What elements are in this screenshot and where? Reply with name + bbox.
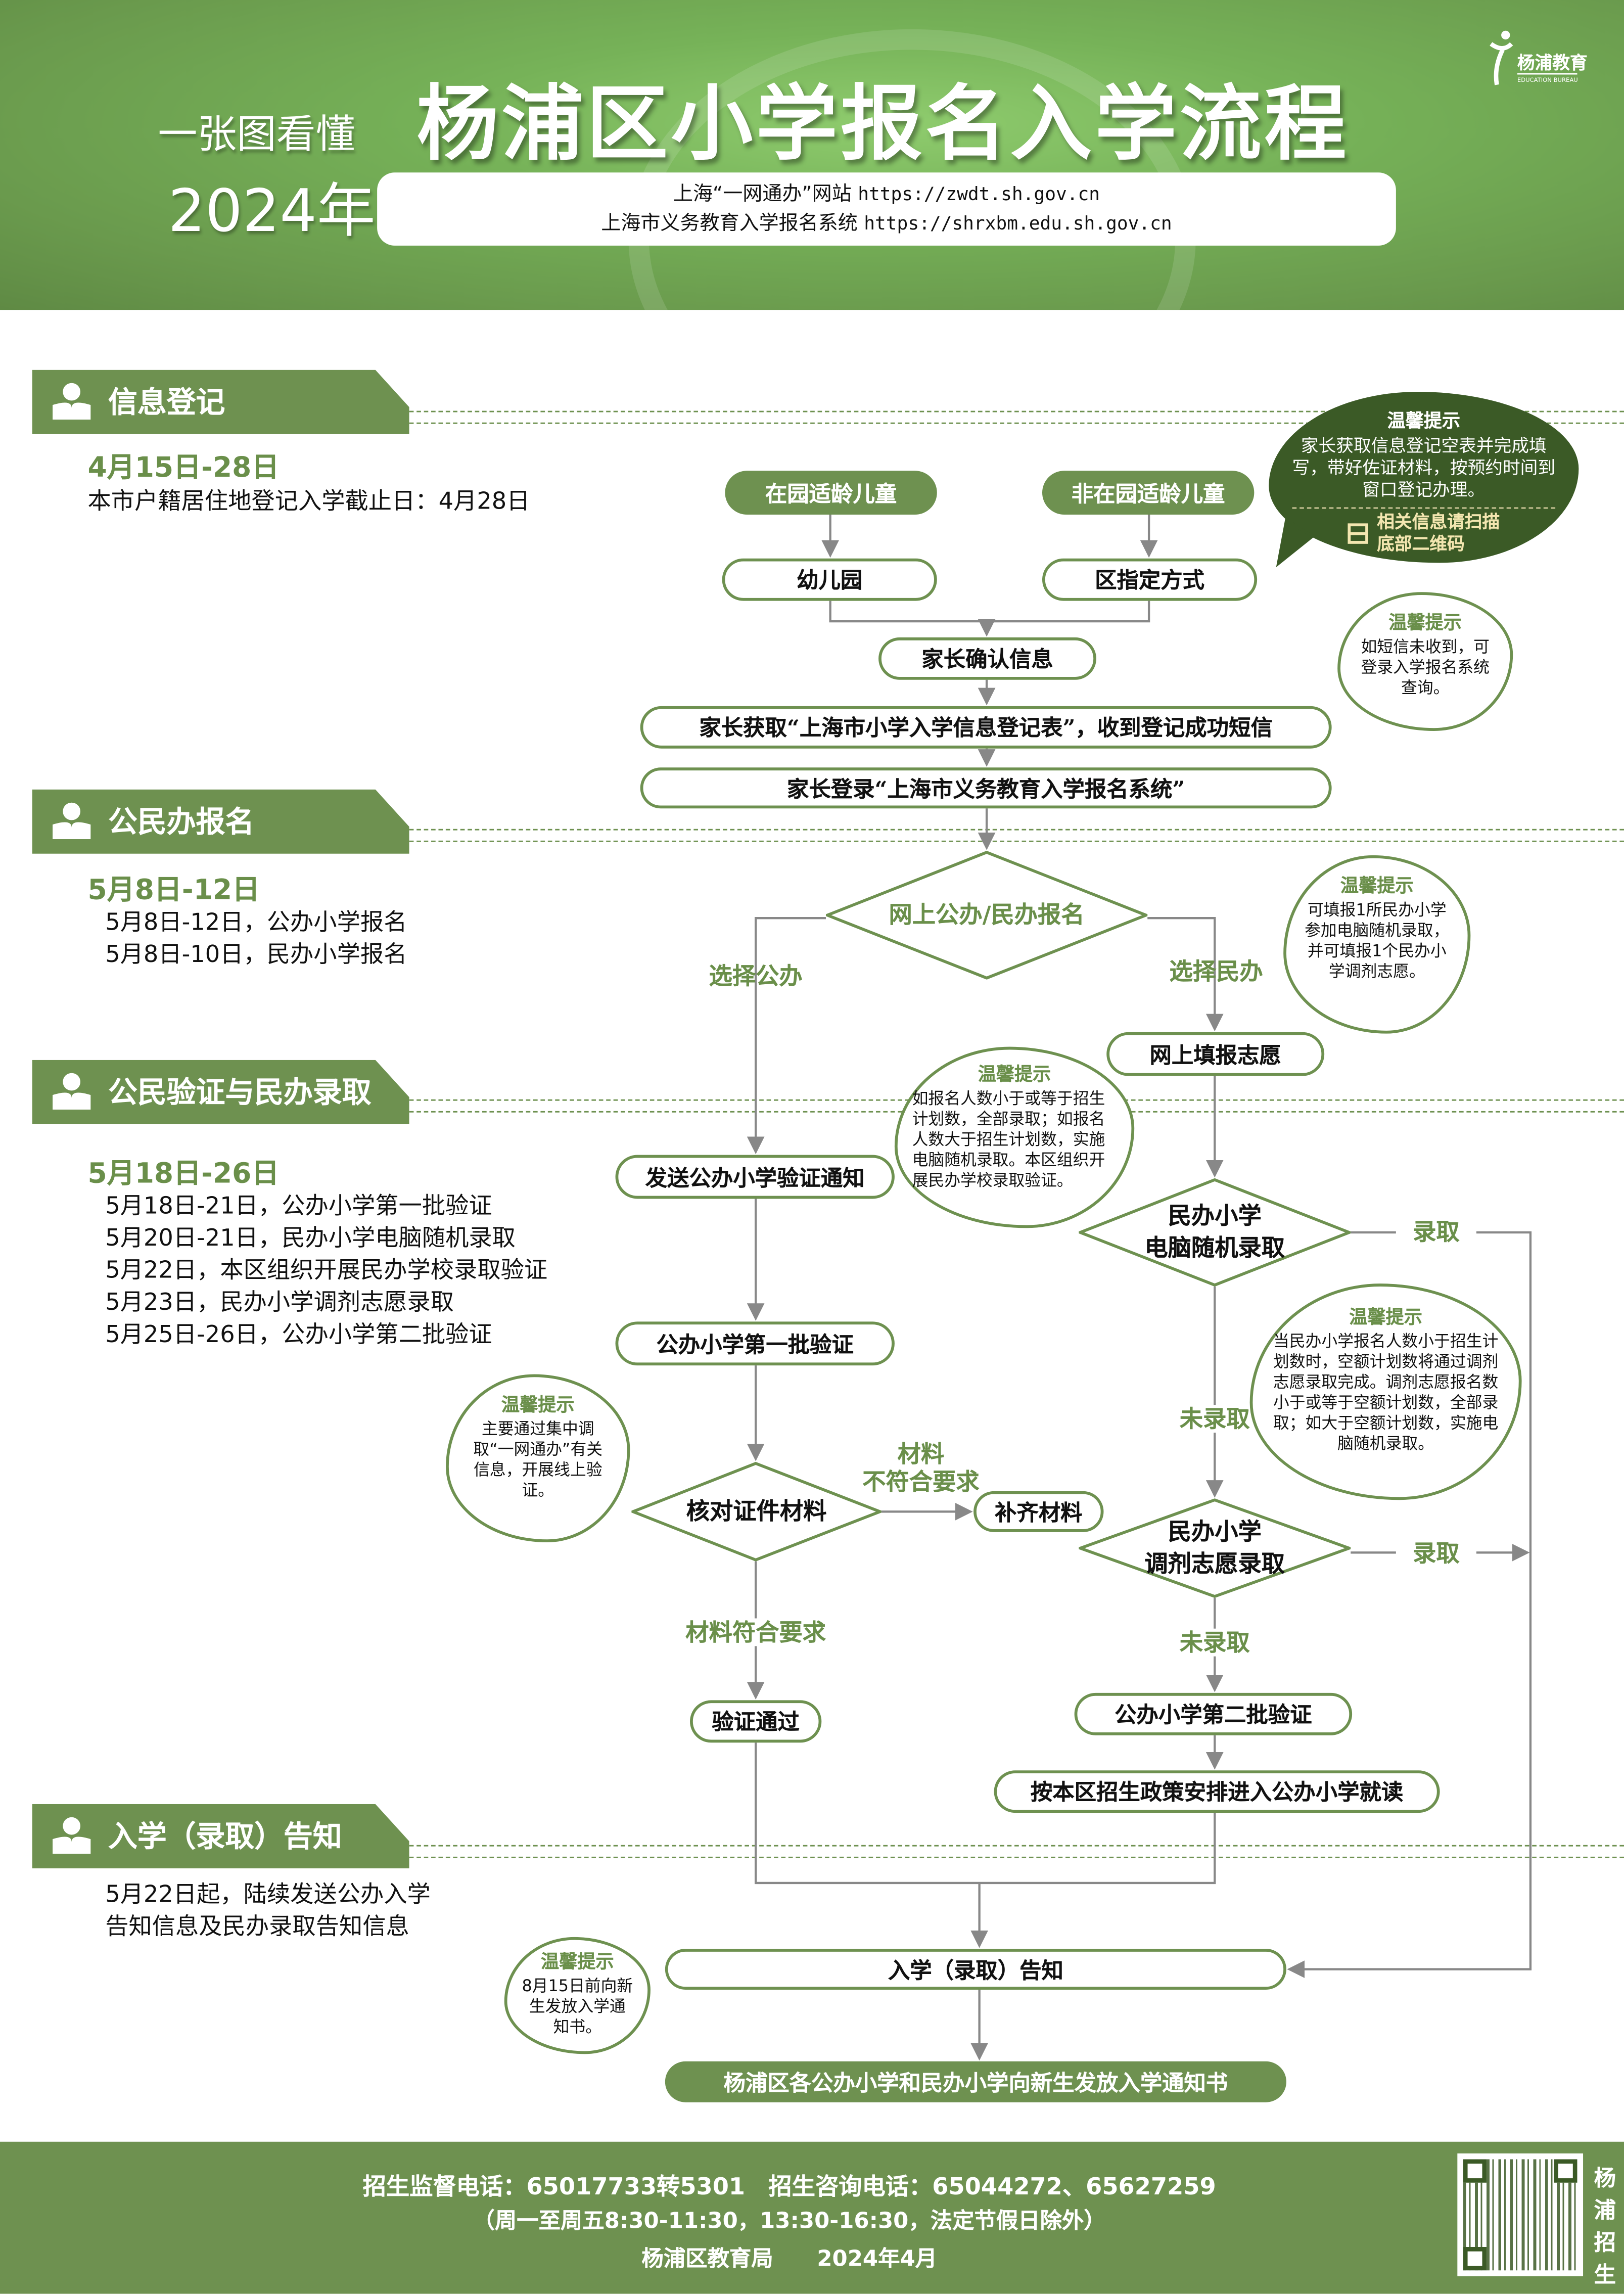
- divider: [409, 1845, 1624, 1858]
- tip-cloud-adjust: 温馨提示当民办小学报名人数小于招生计划数时，空额计划数将通过调剂志愿录取完成。调…: [1249, 1283, 1522, 1500]
- node-second-batch: 公办小学第二批验证: [1074, 1692, 1353, 1735]
- label-admitted: 录取: [1413, 1218, 1460, 1246]
- node-parent-get-form: 家长获取“上海市小学入学信息登记表”，收到登记成功短信: [640, 706, 1332, 749]
- reading-person-icon: [53, 1073, 91, 1110]
- year: 2024年: [168, 178, 376, 246]
- node-first-batch: 公办小学第一批验证: [615, 1321, 895, 1366]
- footer-phones: 招生监督电话：65017733转5301 招生咨询电话：65044272、656…: [362, 2172, 1216, 2200]
- tip-cloud-online-verify: 温馨提示主要通过集中调取“一网通办”有关信息，开展线上验证。: [446, 1374, 630, 1543]
- logo: 杨浦教育 EDUCATION BUREAU: [1485, 29, 1595, 94]
- section-line: 5月8日-12日，公办小学报名: [105, 907, 407, 936]
- divider: [409, 410, 1624, 424]
- link-url[interactable]: https://zwdt.sh.gov.cn: [858, 182, 1100, 205]
- section-date: 5月8日-12日: [87, 874, 260, 907]
- decision-private-random: 民办小学电脑随机录取: [1079, 1178, 1351, 1287]
- subtitle: 一张图看懂: [158, 112, 355, 158]
- node-kindergarten: 幼儿园: [722, 558, 937, 601]
- link-label: 上海市义务教育入学报名系统: [601, 212, 858, 236]
- section-line: 5月23日，民办小学调剂志愿录取: [105, 1288, 454, 1316]
- link-row[interactable]: 上海市义务教育入学报名系统 https://shrxbm.edu.sh.gov.…: [377, 209, 1396, 239]
- section-tab-notice: 入学（录取）告知: [32, 1804, 409, 1868]
- node-parent-login: 家长登录“上海市义务教育入学报名系统”: [640, 767, 1332, 809]
- label-not-admitted: 未录取: [1162, 1628, 1268, 1657]
- node-district-method: 区指定方式: [1042, 558, 1258, 601]
- url-box: 上海“一网通办”网站 https://zwdt.sh.gov.cn 上海市义务教…: [377, 172, 1396, 246]
- footer-issuer: 杨浦区教育局 2024年4月: [641, 2245, 938, 2272]
- reading-person-icon: [53, 383, 91, 420]
- section-line: 5月18日-21日，公办小学第一批验证: [105, 1191, 492, 1219]
- link-url[interactable]: https://shrxbm.edu.sh.gov.cn: [864, 212, 1172, 234]
- decision-online-signup: 网上公办/民办报名: [825, 851, 1148, 980]
- node-final: 杨浦区各公办小学和民办小学向新生发放入学通知书: [665, 2061, 1286, 2102]
- tip-cloud-registration: 温馨提示 家长获取信息登记空表并完成填写，带好佐证材料，按预约时间到窗口登记办理…: [1269, 392, 1579, 563]
- section-tab-verification: 公民验证与民办录取: [32, 1060, 409, 1124]
- label-not-admitted: 未录取: [1162, 1405, 1268, 1433]
- runner-logo-icon: [1490, 30, 1513, 85]
- section-line: 5月22日起，陆续发送公办入学: [105, 1880, 431, 1908]
- node-notice: 入学（录取）告知: [665, 1949, 1286, 1990]
- footer: 招生监督电话：65017733转5301 招生咨询电话：65044272、656…: [0, 2141, 1624, 2294]
- label-docs-ok: 材料符合要求: [665, 1618, 847, 1646]
- reading-person-icon: [53, 1817, 91, 1854]
- tip-cloud-private-wishes: 温馨提示可填报1所民办小学参加电脑随机录取，并可填报1个民办小学调剂志愿。: [1283, 855, 1471, 1034]
- section-line: 5月22日，本区组织开展民办学校录取验证: [105, 1256, 548, 1284]
- qr-label: 杨浦招生: [1594, 2165, 1616, 2288]
- scan-hint: 相关信息请扫描底部二维码: [1292, 507, 1556, 556]
- link-row[interactable]: 上海“一网通办”网站 https://zwdt.sh.gov.cn: [377, 180, 1396, 209]
- section-date: 4月15日-28日: [87, 451, 280, 484]
- header-banner: [0, 0, 1624, 310]
- section-date: 5月18日-26日: [87, 1158, 280, 1190]
- divider: [409, 829, 1624, 842]
- section-line: 5月20日-21日，民办小学电脑随机录取: [105, 1223, 516, 1252]
- section-line: 5月25日-26日，公办小学第二批验证: [105, 1320, 492, 1348]
- link-label: 上海“一网通办”网站: [673, 182, 852, 206]
- section-line: 5月8日-10日，民办小学报名: [105, 940, 407, 968]
- label-choose-private: 选择民办: [1169, 957, 1263, 986]
- page-title: 杨浦区小学报名入学流程: [416, 77, 1350, 173]
- tip-cloud-sms: 温馨提示如短信未收到，可登录入学报名系统查询。: [1337, 592, 1513, 731]
- qr-code[interactable]: [1457, 2153, 1584, 2276]
- node-parent-confirm: 家长确认信息: [878, 637, 1096, 680]
- node-fill-wishes: 网上填报志愿: [1106, 1032, 1325, 1076]
- decision-private-adjust: 民办小学调剂志愿录取: [1079, 1498, 1351, 1598]
- node-in-kindergarten: 在园适龄儿童: [725, 471, 937, 515]
- node-send-notice: 发送公办小学验证通知: [615, 1155, 895, 1199]
- decision-check-docs: 核对证件材料: [631, 1462, 881, 1562]
- node-verified: 验证通过: [690, 1700, 822, 1743]
- section-tab-signup: 公民办报名: [32, 789, 409, 854]
- node-supplement: 补齐材料: [973, 1491, 1104, 1532]
- section-tab-info-registration: 信息登记: [32, 370, 409, 434]
- node-not-in-kindergarten: 非在园适龄儿童: [1042, 471, 1255, 515]
- footer-hours: （周一至周五8:30-11:30，13:30-16:30，法定节假日除外）: [473, 2207, 1106, 2234]
- section-line: 告知信息及民办录取告知信息: [105, 1912, 409, 1940]
- section-line: 本市户籍居住地登记入学截止日：4月28日: [87, 487, 530, 515]
- label-choose-public: 选择公办: [709, 961, 803, 990]
- reading-person-icon: [53, 802, 91, 840]
- label-admitted: 录取: [1413, 1539, 1460, 1568]
- node-policy-assign: 按本区招生政策安排进入公办小学就读: [994, 1770, 1440, 1813]
- tip-cloud-random: 温馨提示如报名人数小于或等于招生计划数，全部录取；如报名人数大于招生计划数，实施…: [894, 1046, 1135, 1228]
- scan-qr-icon: [1348, 523, 1368, 544]
- label-docs-fail: 材料不符合要求: [862, 1440, 980, 1496]
